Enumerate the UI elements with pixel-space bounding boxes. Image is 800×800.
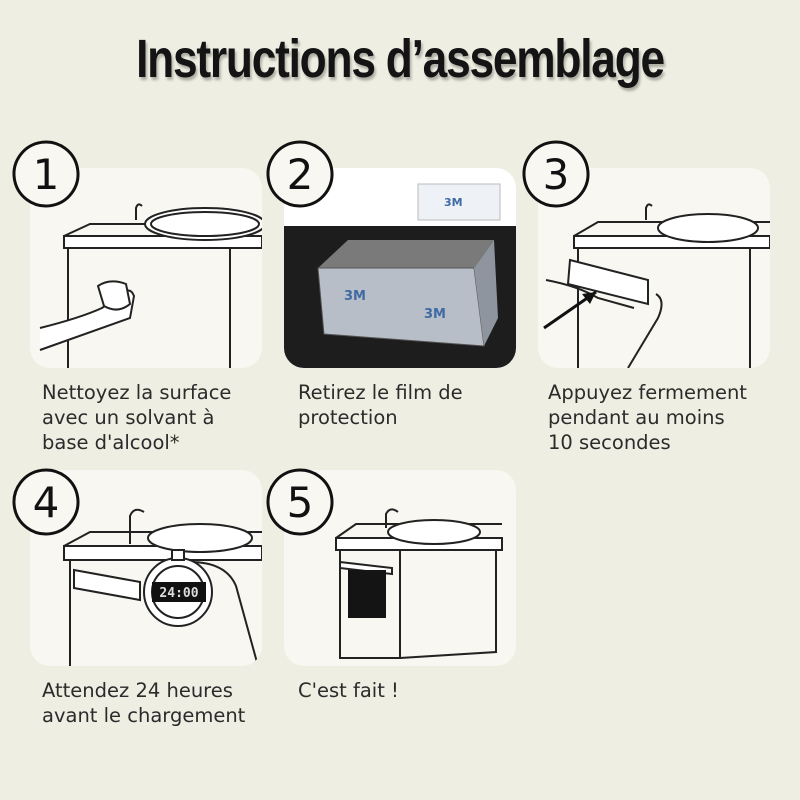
tape-brand-label: 3M: [444, 196, 463, 209]
step-2-illustration: 3M 3M 3M: [284, 168, 516, 368]
step-number-label: 3: [543, 150, 570, 199]
tray-with-adhesive-illustration: 3M 3M 3M: [284, 183, 516, 368]
waiting-timer-illustration: 24:00: [63, 508, 262, 666]
step-1-caption: Nettoyez la surface avec un solvant à ba…: [42, 381, 232, 454]
step-3-caption: Appuyez fermement pendant au moins 10 se…: [548, 381, 747, 454]
step-3-illustration: [538, 168, 770, 368]
timer-display: 24:00: [159, 586, 198, 601]
step-3-number: 3: [518, 134, 598, 214]
step-number-label: 5: [287, 478, 314, 527]
tape-brand-label: 3M: [344, 289, 366, 304]
page-title: Instructions d’assemblage: [136, 29, 665, 89]
step-number-label: 4: [33, 478, 60, 527]
step-number-label: 1: [33, 150, 60, 199]
step-5-caption: C'est fait !: [298, 679, 399, 702]
step-2-number: 2: [262, 134, 342, 214]
cabinet-cleaning-illustration: [39, 203, 262, 368]
step-4-number: 4: [8, 462, 88, 542]
step-2-caption: Retirez le film de protection: [298, 381, 463, 429]
step-1-number: 1: [8, 134, 88, 214]
tape-brand-label: 3M: [424, 307, 446, 322]
step-1-illustration: [30, 168, 262, 368]
pressing-holder-illustration: [543, 203, 770, 368]
finished-cabinet-illustration: [335, 508, 503, 659]
step-number-label: 2: [287, 150, 314, 199]
step-5-number: 5: [262, 462, 342, 542]
step-4-caption: Attendez 24 heures avant le chargement: [42, 679, 246, 727]
